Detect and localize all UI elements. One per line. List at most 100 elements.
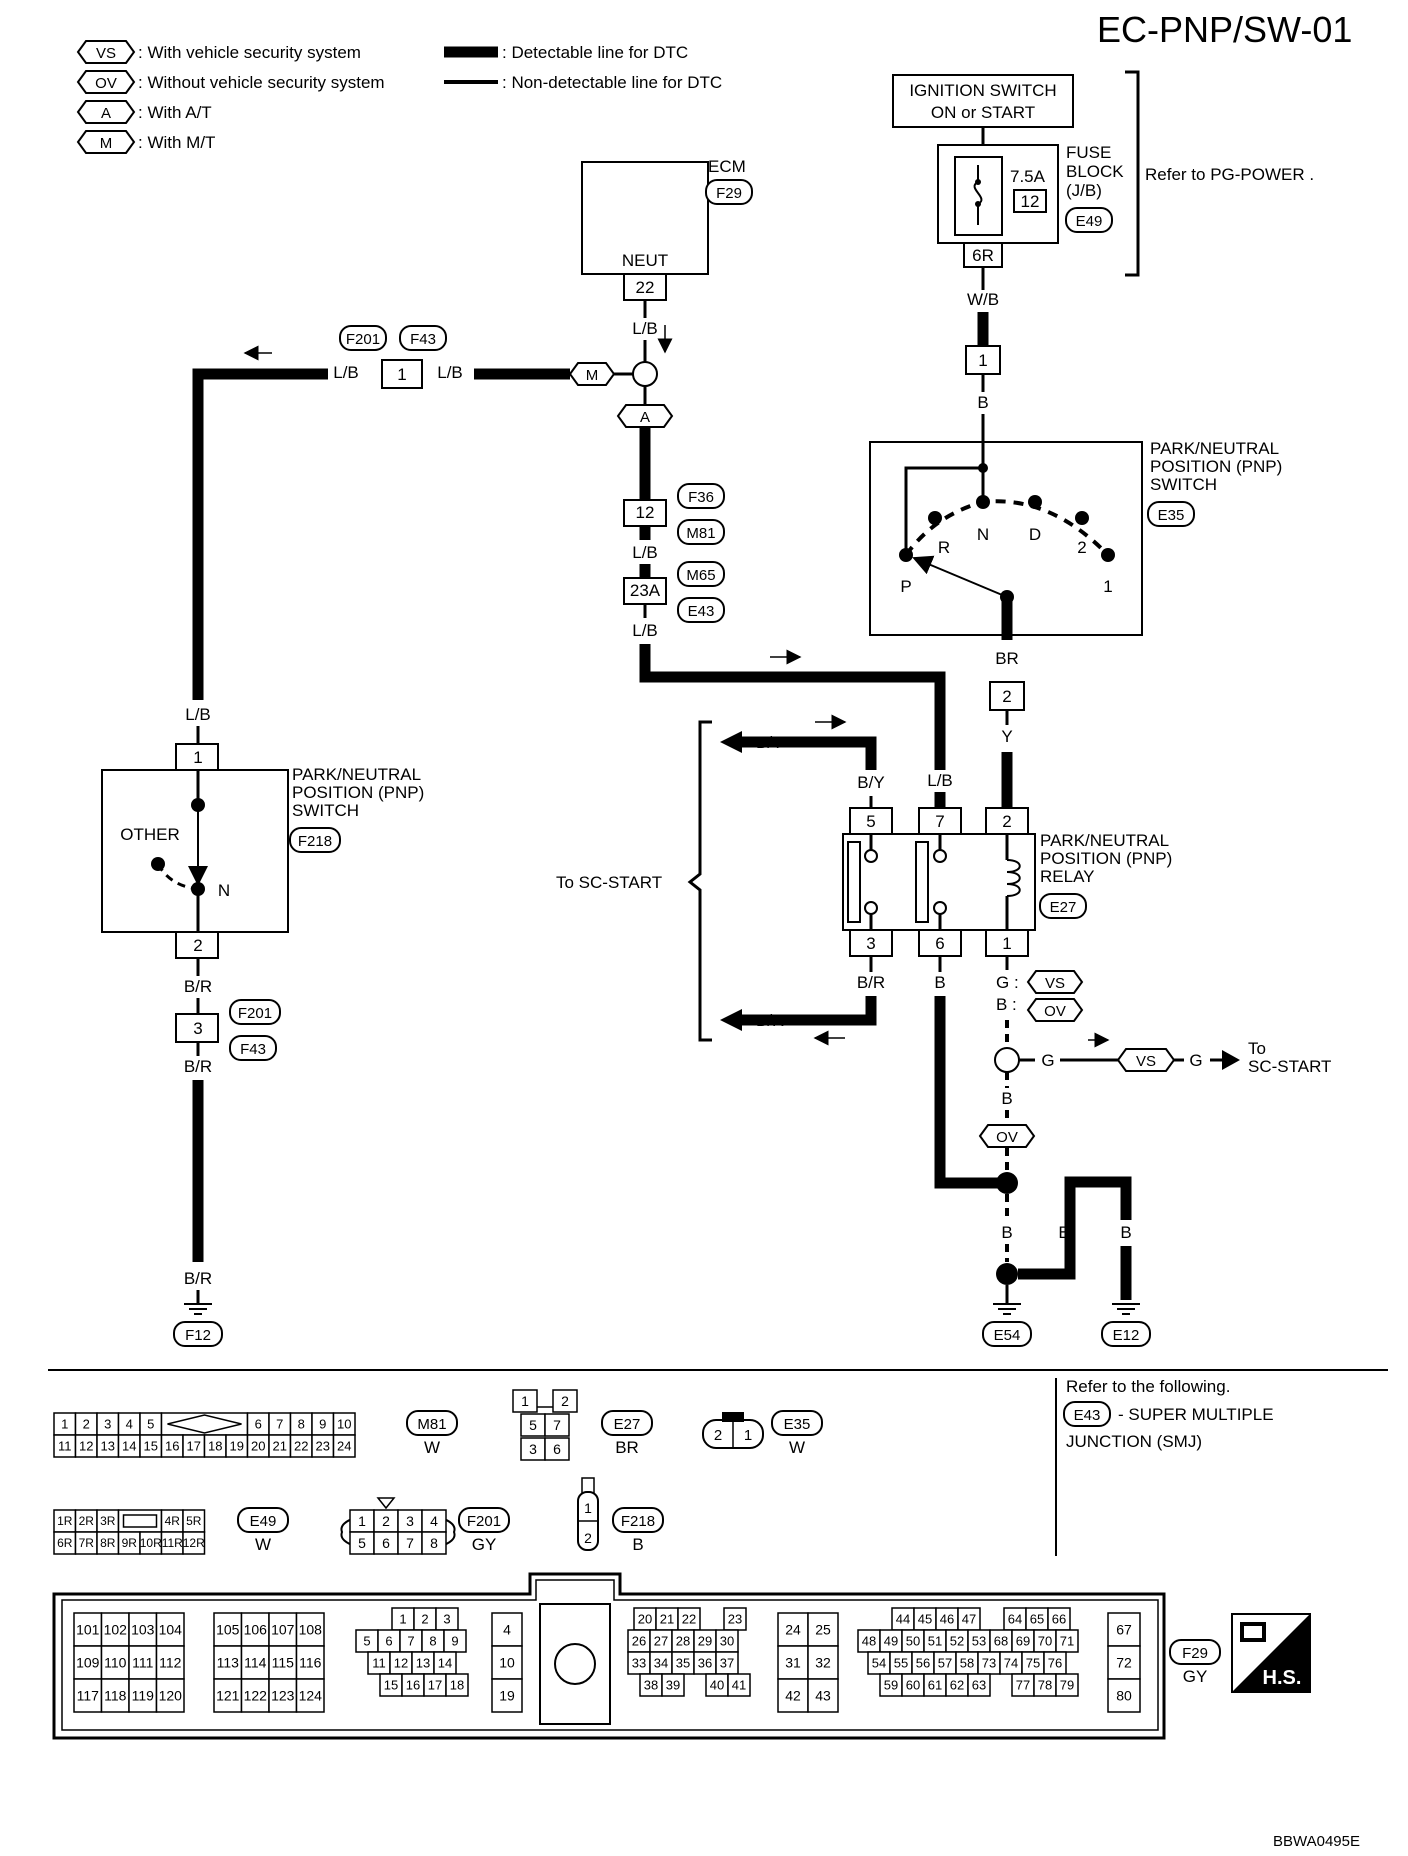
pin-label: 12R <box>183 1536 205 1550</box>
pin-label: 10 <box>499 1654 515 1670</box>
pin-label: 109 <box>76 1654 100 1670</box>
pin-label: 47 <box>962 1612 976 1627</box>
f201-color: GY <box>472 1535 497 1554</box>
pin-cell <box>295 1612 325 1647</box>
legend-m-text: : With M/T <box>138 133 215 152</box>
ecm-pin: 22 <box>636 278 655 297</box>
pin-label: 18 <box>208 1439 222 1454</box>
pin-label: 22 <box>682 1612 696 1627</box>
pin-cell <box>552 1389 578 1413</box>
hs-label: H.S. <box>1263 1667 1302 1689</box>
pin-label: 106 <box>244 1621 268 1637</box>
pin-cell <box>295 1678 325 1713</box>
f218-other: OTHER <box>120 825 180 844</box>
pin-cell <box>777 1612 809 1647</box>
wire-label-y: Y <box>1001 727 1012 746</box>
pin-label: 59 <box>884 1678 898 1693</box>
pin-cell <box>73 1645 103 1680</box>
pin-cell <box>155 1678 185 1713</box>
pin-cell <box>128 1612 158 1647</box>
legend-vs-text: : With vehicle security system <box>138 43 361 62</box>
pin-label: 73 <box>982 1656 996 1671</box>
a-badge <box>616 404 674 428</box>
connector-f218-badge: F218 B <box>612 1507 664 1554</box>
e27-name: E27 <box>614 1416 641 1433</box>
pin-label: 58 <box>960 1656 974 1671</box>
pin-label: 33 <box>632 1656 646 1671</box>
pin-label: 108 <box>299 1621 323 1637</box>
to-sc-start-right-1: To <box>1248 1039 1266 1058</box>
wire-label-b-e54a: B <box>1001 1223 1012 1242</box>
pin-label: 39 <box>666 1678 680 1693</box>
pin-label: 2 <box>584 1530 592 1546</box>
pin-cell <box>155 1645 185 1680</box>
wire-label-br: BR <box>995 649 1019 668</box>
pin-label: 19 <box>499 1687 515 1703</box>
e35-conn: E35 <box>1158 507 1185 524</box>
pin-cell <box>1055 1673 1079 1697</box>
ecm-label: ECM <box>708 157 746 176</box>
ground-f12-label: F12 <box>185 1327 211 1344</box>
wire-label-b-e35: B <box>977 393 988 412</box>
pin-label: 35 <box>676 1656 690 1671</box>
pin-label: 40 <box>710 1678 724 1693</box>
pin-cell <box>445 1673 469 1697</box>
pin-cell <box>807 1612 839 1647</box>
to-sc-start-right-2: SC-START <box>1248 1057 1331 1076</box>
e35-title2: POSITION (PNP) <box>1150 457 1282 476</box>
fuse-label2: BLOCK <box>1066 162 1124 181</box>
svg-text:VS: VS <box>1045 975 1065 992</box>
connector-f201-badge: F201 GY <box>458 1507 510 1554</box>
pin-cell <box>128 1678 158 1713</box>
legend: VS : With vehicle security system OV : W… <box>76 40 722 154</box>
f218-title2: POSITION (PNP) <box>292 783 424 802</box>
f29-color: GY <box>1183 1667 1208 1686</box>
pin-label: 107 <box>271 1621 295 1637</box>
pos-n: N <box>977 525 989 544</box>
pin-label: 13 <box>101 1439 115 1454</box>
pin-label: 63 <box>972 1678 986 1693</box>
fuse-label1: FUSE <box>1066 143 1111 162</box>
pin-label: 25 <box>815 1621 831 1637</box>
m81-badge: M81 <box>686 525 715 542</box>
f218-title1: PARK/NEUTRAL <box>292 765 421 784</box>
f43-badge: F43 <box>410 331 436 348</box>
pin-label: 16 <box>406 1678 420 1693</box>
f29-name: F29 <box>1182 1645 1208 1662</box>
pin-label: 113 <box>217 1654 240 1670</box>
pin-label: 22 <box>294 1439 308 1454</box>
pin-label: 5 <box>529 1417 537 1433</box>
ignition-line2: ON or START <box>931 103 1035 122</box>
wire-label-g-colon: G : <box>996 973 1019 992</box>
wire-label-by-1: B/Y <box>857 773 884 792</box>
wire-label-by-2: B/Y <box>756 733 783 752</box>
wire-label-lb-ecm: L/B <box>632 319 658 338</box>
ecm: ECM F29 NEUT 22 <box>581 157 753 301</box>
pin-label: 15 <box>384 1678 398 1693</box>
pin-label: 17 <box>428 1678 442 1693</box>
page-title: EC-PNP/SW-01 <box>1097 9 1352 50</box>
legend-m-badge <box>76 130 136 154</box>
pin-label: 50 <box>906 1634 920 1649</box>
pin-label: 29 <box>698 1634 712 1649</box>
pin-label: 11 <box>58 1439 72 1454</box>
pin-label: 5R <box>186 1514 202 1528</box>
fuse-refer: Refer to PG-POWER . <box>1145 165 1314 184</box>
pin-label: 36 <box>698 1656 712 1671</box>
wire-label-b-pin6: B <box>934 973 945 992</box>
pin-label: 115 <box>272 1654 295 1670</box>
pin-label: 110 <box>104 1654 127 1670</box>
m81-name: M81 <box>417 1416 446 1433</box>
pin-label: 65 <box>1030 1612 1044 1627</box>
wire-label-lb-relay: L/B <box>927 771 953 790</box>
fuse-num: 12 <box>1021 192 1040 211</box>
legend-ov-tag: OV <box>95 75 117 92</box>
fuse-terminal: 6R <box>972 246 994 265</box>
f218-color: B <box>632 1535 643 1554</box>
pin-label: 24 <box>785 1621 801 1637</box>
pin-label: 7 <box>553 1417 561 1433</box>
wire-label-br-f218: B/R <box>184 977 212 996</box>
wire-label-g-2: G <box>1189 1051 1202 1070</box>
